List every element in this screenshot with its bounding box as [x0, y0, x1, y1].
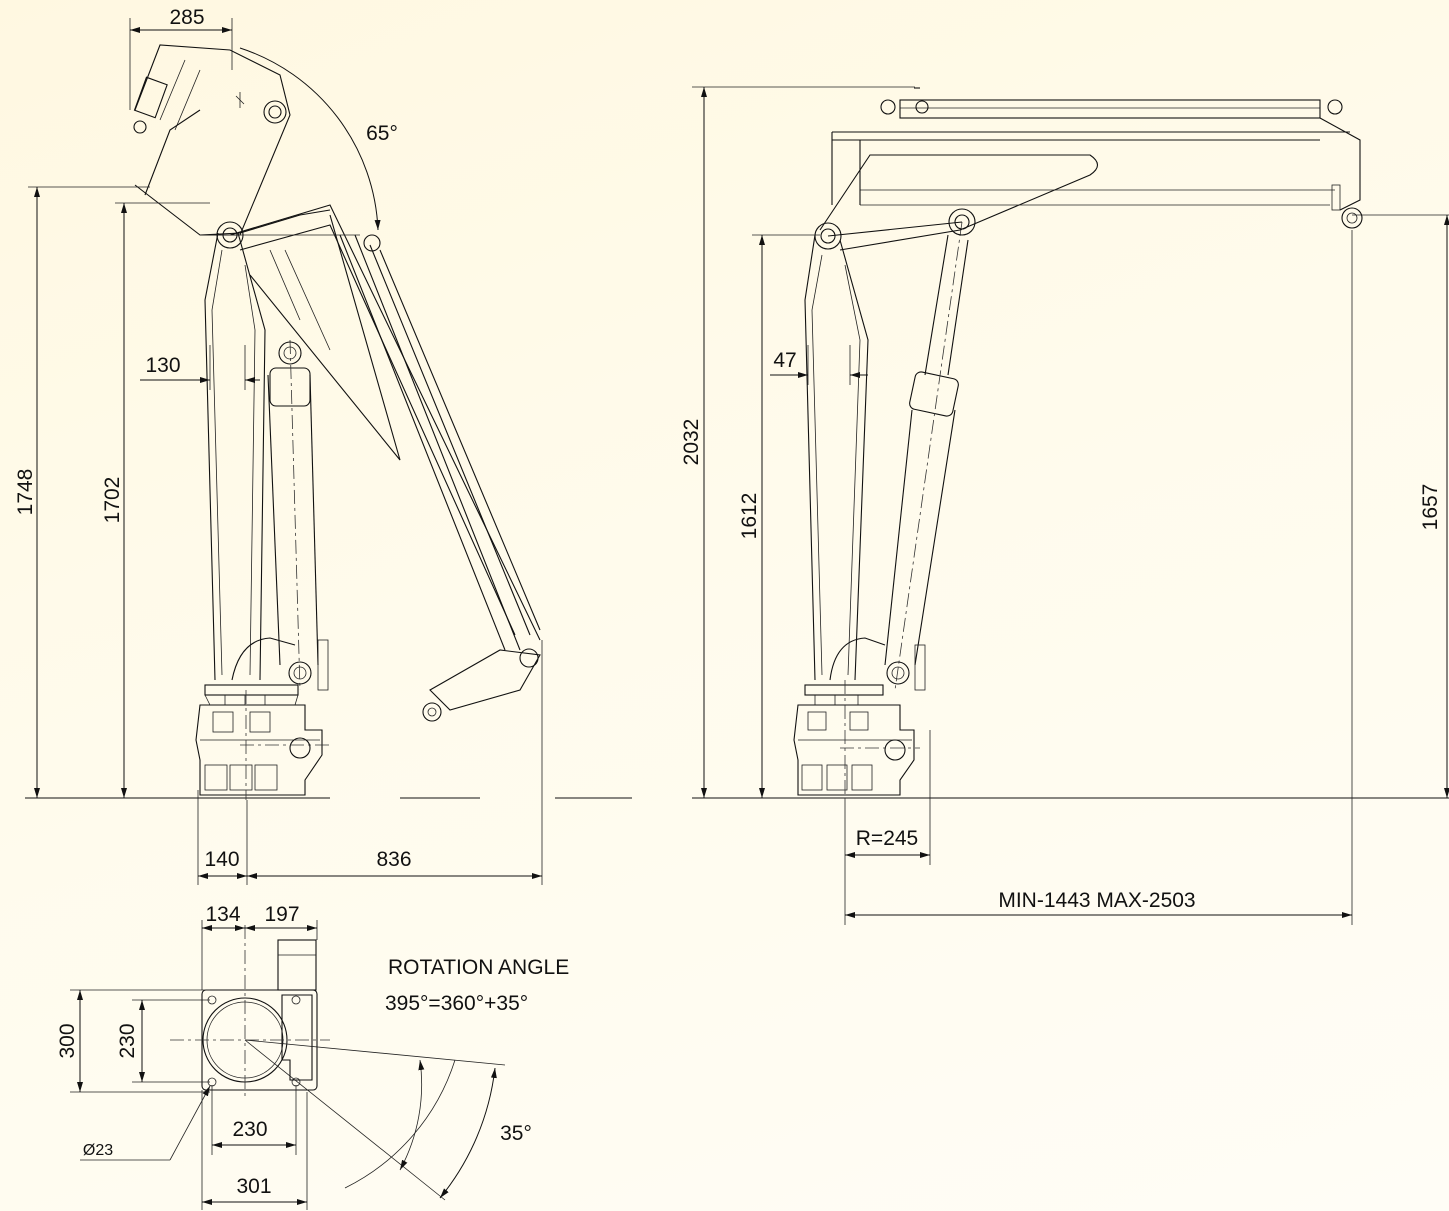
dimension-1657: 1657 — [1352, 214, 1449, 798]
lift-cylinder-left — [267, 339, 329, 691]
dimension-2032: 2032 — [680, 86, 915, 798]
base-top-view: 134 197 300 230 230 301 Ø23 35° ROTATION… — [56, 903, 569, 1210]
dim-label-1657: 1657 — [1419, 484, 1442, 531]
dimension-47: 47 — [770, 345, 868, 385]
dim-label-r245: R=245 — [856, 827, 918, 850]
extended-crane-view: 2032 1612 47 1657 R=245 — [680, 86, 1449, 925]
dim-label-230-vertical: 230 — [116, 1023, 139, 1058]
dimension-130: 130 — [140, 345, 260, 390]
angle-arc-65 — [239, 47, 381, 231]
dim-label-2032: 2032 — [680, 419, 703, 466]
dim-label-130: 130 — [145, 354, 180, 377]
folded-crane-view: 285 65° 1748 1702 130 — [14, 6, 632, 885]
main-pivot-left — [200, 221, 360, 249]
dim-label-300: 300 — [56, 1023, 79, 1058]
dim-label-1702: 1702 — [101, 477, 124, 524]
dim-label-1748: 1748 — [14, 469, 37, 516]
angle-label-65: 65° — [366, 122, 398, 145]
dim-label-hole-diameter: Ø23 — [83, 1142, 113, 1159]
dim-label-197: 197 — [264, 903, 299, 926]
crane-base-right — [793, 680, 920, 800]
dim-label-1612: 1612 — [738, 493, 761, 540]
dimension-140-836: 140 836 — [197, 640, 543, 885]
dim-label-836: 836 — [376, 848, 411, 871]
dimension-r245: R=245 — [844, 730, 931, 925]
dimension-1748: 1748 — [14, 186, 150, 798]
dim-label-285: 285 — [169, 6, 204, 29]
main-boom-left — [229, 204, 541, 722]
dimension-reach: MIN-1443 MAX-2503 — [845, 230, 1353, 925]
lift-cylinder-right — [884, 221, 969, 691]
crane-base-left — [195, 684, 330, 800]
dim-label-47: 47 — [773, 349, 796, 372]
dimension-1612: 1612 — [738, 234, 820, 798]
crane-column-left — [204, 232, 296, 681]
dim-label-140: 140 — [204, 848, 239, 871]
main-boom-right — [819, 87, 1363, 251]
angle-label-35: 35° — [500, 1122, 532, 1145]
crane-column-right — [804, 234, 886, 681]
dim-label-reach: MIN-1443 MAX-2503 — [998, 889, 1195, 912]
rotation-angle-value: 395°=360°+35° — [385, 992, 528, 1015]
pivots-right — [814, 208, 976, 250]
dimension-1702: 1702 — [101, 202, 210, 798]
dim-label-134: 134 — [205, 903, 240, 926]
dim-label-301: 301 — [236, 1175, 271, 1198]
rotation-angle-title: ROTATION ANGLE — [388, 956, 569, 979]
jib-folded-left — [133, 44, 331, 236]
dim-label-230-horizontal: 230 — [232, 1118, 267, 1141]
dimension-285: 285 — [129, 6, 233, 110]
